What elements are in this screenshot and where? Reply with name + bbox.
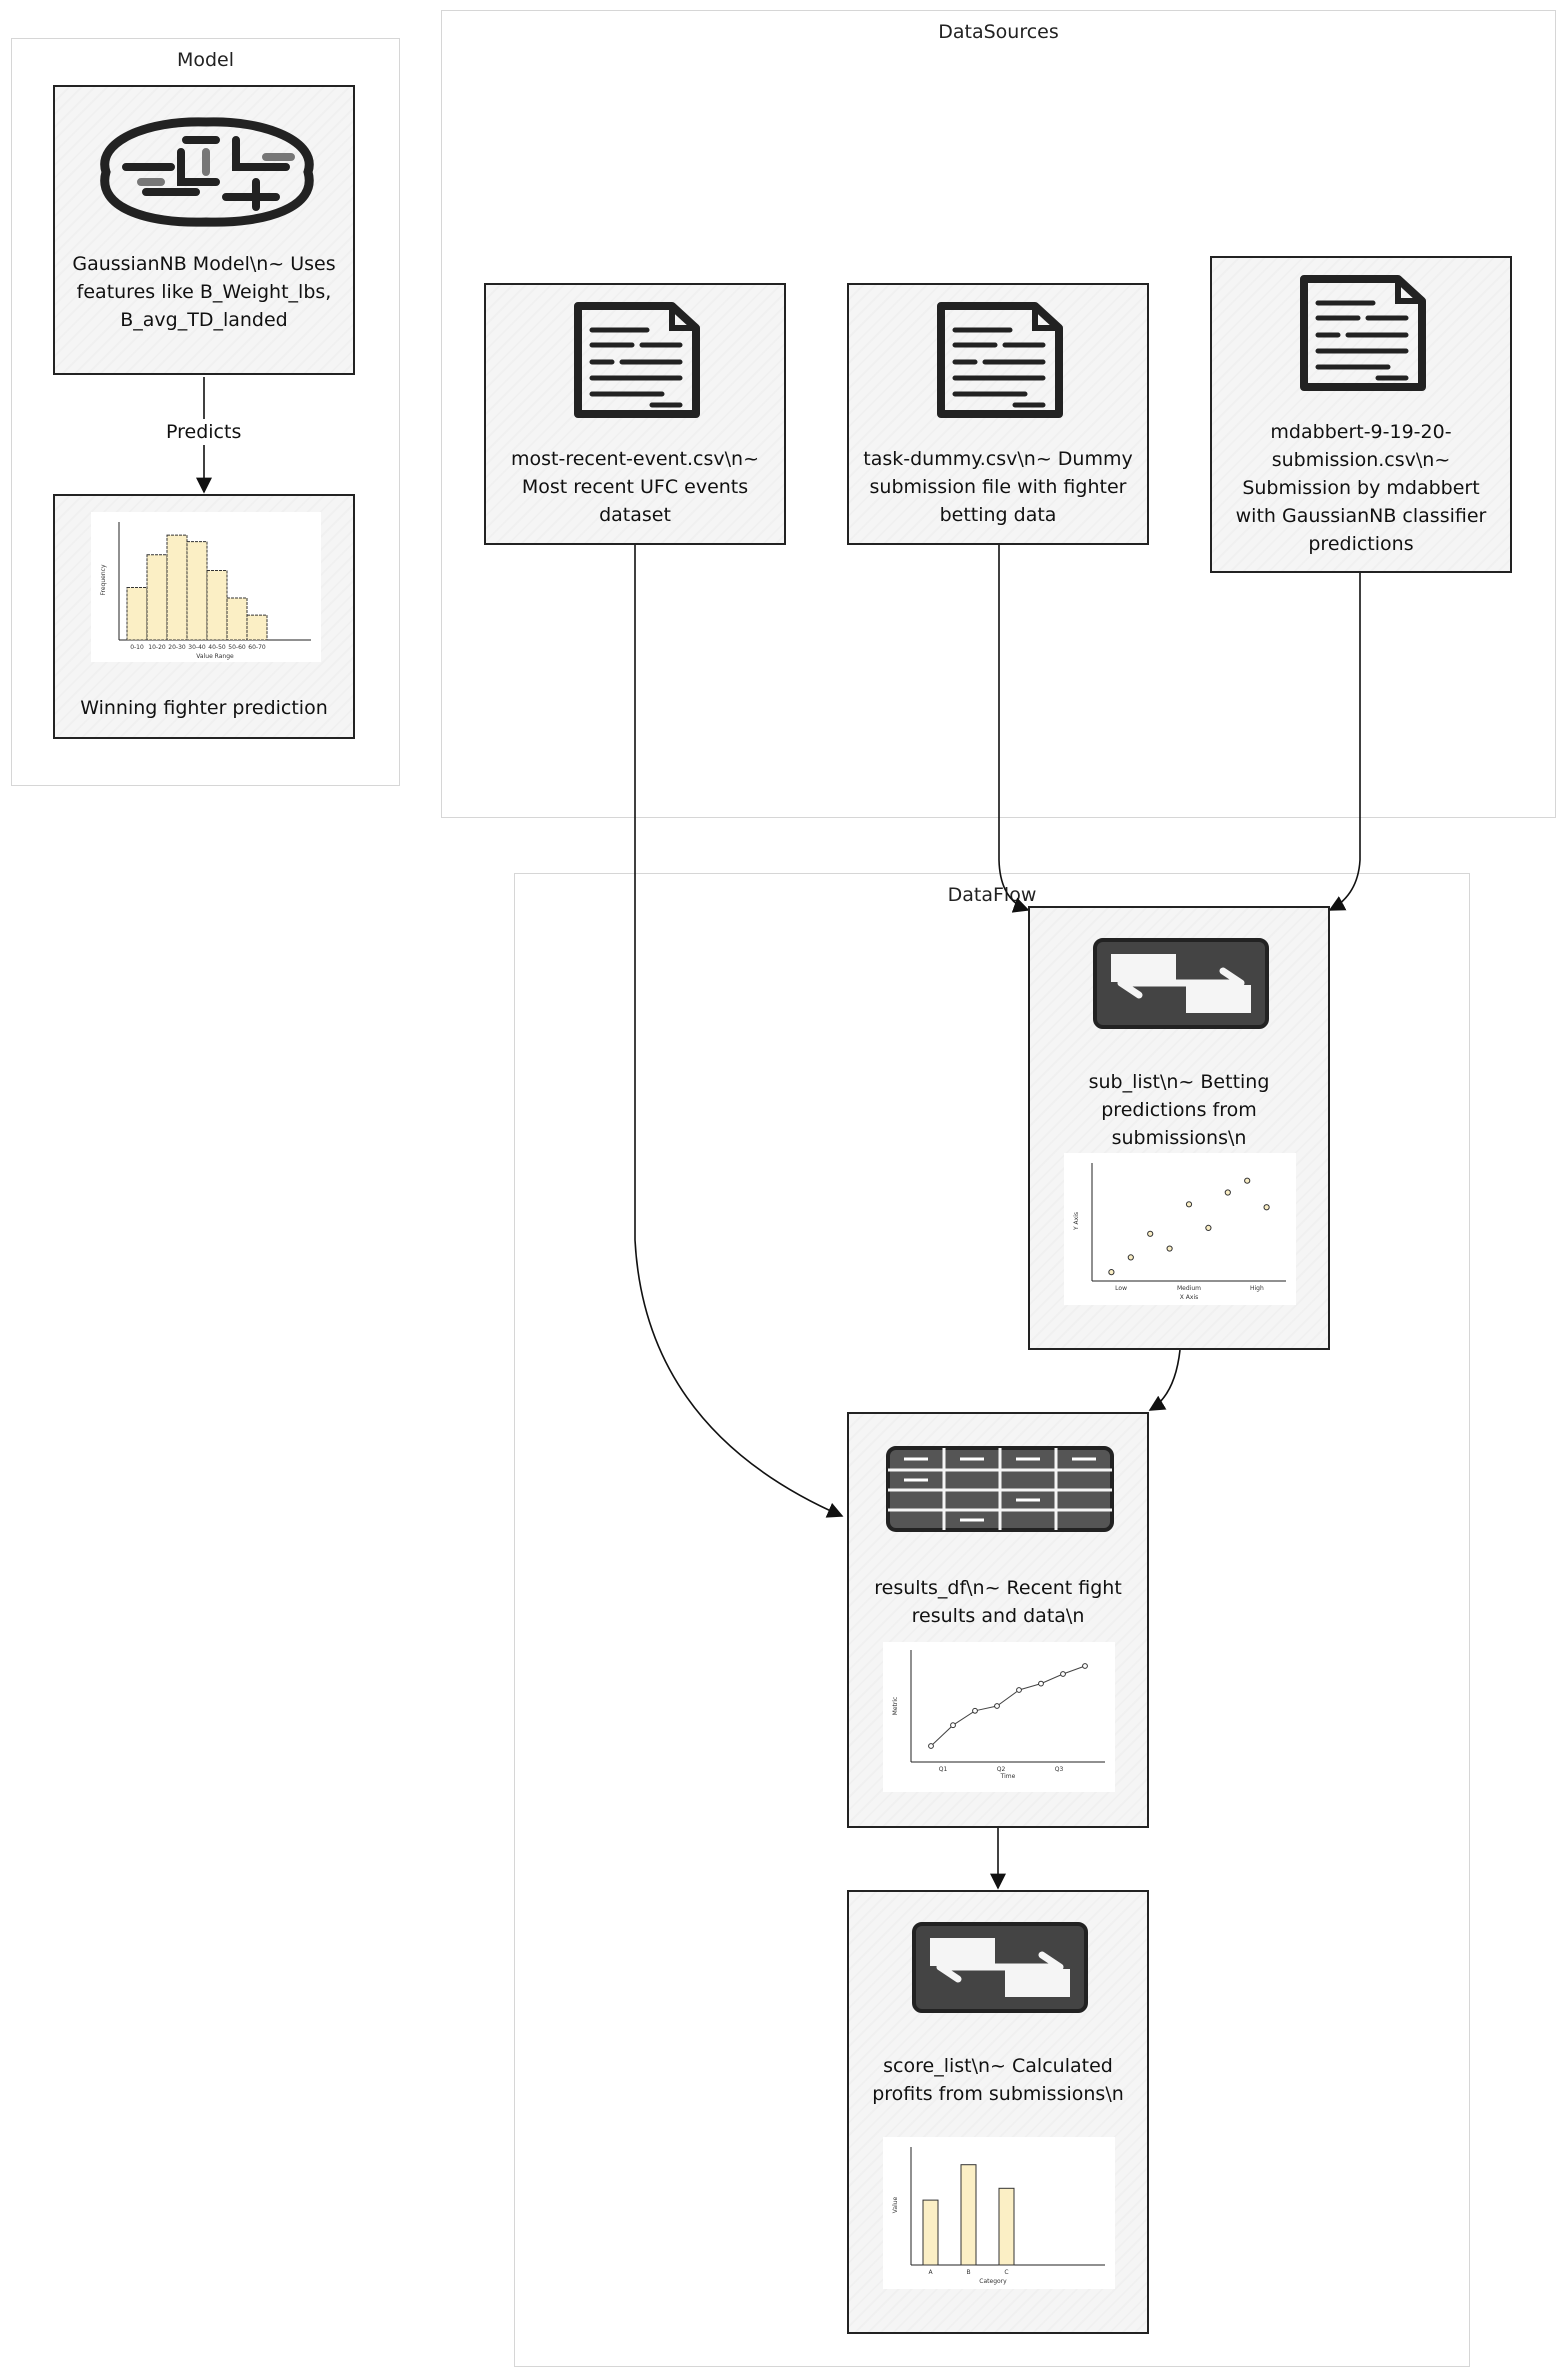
histogram-tick-label: 0-10 bbox=[130, 644, 144, 651]
histogram-tick-label: 20-30 bbox=[168, 644, 186, 651]
line-point bbox=[972, 1707, 978, 1714]
node-score-list[interactable]: score_list\n~ Calculated profits from su… bbox=[847, 1890, 1149, 2334]
edge-mostrecent-results bbox=[634, 545, 844, 1518]
bar-mark bbox=[960, 2164, 977, 2266]
bar-svg: A B C Category Value bbox=[892, 2147, 1105, 2285]
line-xlabel: Time bbox=[1000, 1773, 1016, 1780]
scatter-ylabel: Y Axis bbox=[1073, 1212, 1080, 1231]
scatter-point bbox=[1205, 1224, 1212, 1232]
histogram-bar bbox=[186, 541, 208, 641]
scatter-point bbox=[1263, 1204, 1270, 1211]
line-point bbox=[928, 1743, 934, 1749]
bar-xlabel: Category bbox=[979, 2278, 1007, 2285]
histogram-tick-label: 50-60 bbox=[228, 644, 246, 651]
line-point bbox=[1038, 1680, 1044, 1687]
label-mdabbert: mdabbert-9-19-20-submission.csv\n~ Submi… bbox=[1235, 421, 1487, 555]
scatter-xlabel: X Axis bbox=[1180, 1294, 1198, 1301]
bar-ylabel: Value bbox=[892, 2196, 899, 2213]
scatter-point bbox=[1108, 1269, 1115, 1276]
bar-mark bbox=[998, 2187, 1015, 2266]
histogram-bar bbox=[246, 614, 268, 641]
group-title-datasources: DataSources bbox=[938, 21, 1059, 43]
histogram-tick-label: 60-70 bbox=[248, 644, 266, 651]
histogram-bar bbox=[206, 570, 228, 641]
scatter-point bbox=[1224, 1189, 1231, 1196]
brain-icon bbox=[100, 117, 314, 227]
document-icon bbox=[1300, 275, 1426, 391]
scatter-tick-label: Low bbox=[1115, 1285, 1127, 1292]
node-mdabbert[interactable]: mdabbert-9-19-20-submission.csv\n~ Submi… bbox=[1210, 256, 1512, 573]
scatter-svg: Low Medium High X Axis Y Axis bbox=[1073, 1163, 1286, 1301]
label-sub-list: sub_list\n~ Betting predictions from sub… bbox=[1088, 1071, 1270, 1149]
scatter-point bbox=[1127, 1254, 1134, 1261]
line-point bbox=[1082, 1663, 1088, 1669]
scatter-tick-label: High bbox=[1250, 1285, 1264, 1292]
label-results-df: results_df\n~ Recent fight results and d… bbox=[874, 1577, 1122, 1627]
line-point bbox=[1016, 1687, 1022, 1693]
scatter-point bbox=[1166, 1245, 1173, 1252]
histogram-tick-label: 40-50 bbox=[208, 644, 226, 651]
edge-label-predicts: Predicts bbox=[160, 419, 248, 445]
label-gaussiannb: GaussianNB Model\n~ Uses features like B… bbox=[72, 253, 336, 331]
line-point bbox=[950, 1722, 956, 1729]
group-title-model: Model bbox=[176, 49, 235, 71]
edge-sublist-results bbox=[1148, 1349, 1181, 1411]
transfer-icon bbox=[912, 1922, 1088, 2013]
bar-tick-label: B bbox=[966, 2269, 970, 2276]
line-series bbox=[930, 1665, 1086, 1747]
line-point bbox=[994, 1703, 1000, 1709]
bar-chart: A B C Category Value bbox=[883, 2137, 1115, 2289]
line-tick-label: Q3 bbox=[1055, 1766, 1064, 1773]
scatter-point bbox=[1244, 1177, 1251, 1184]
histogram-xlabel: Value Range bbox=[196, 653, 234, 660]
line-point bbox=[1060, 1671, 1066, 1677]
histogram-tick-label: 10-20 bbox=[148, 644, 166, 651]
edge-mdabbert-sublist bbox=[1328, 573, 1361, 911]
histogram-bar bbox=[126, 587, 148, 641]
histogram-ylabel: Frequency bbox=[100, 564, 107, 595]
bar-mark bbox=[922, 2199, 939, 2266]
scatter-tick-label: Medium bbox=[1177, 1285, 1201, 1292]
scatter-chart: Low Medium High X Axis Y Axis bbox=[1064, 1153, 1296, 1305]
histogram-bar bbox=[146, 554, 168, 641]
label-most-recent: most-recent-event.csv\n~ Most recent UFC… bbox=[510, 448, 759, 526]
label-score-list: score_list\n~ Calculated profits from su… bbox=[872, 2055, 1124, 2105]
node-most-recent[interactable]: most-recent-event.csv\n~ Most recent UFC… bbox=[484, 283, 786, 545]
line-ylabel: Metric bbox=[892, 1697, 899, 1716]
label-task-dummy: task-dummy.csv\n~ Dummy submission file … bbox=[863, 448, 1133, 526]
node-sub-list[interactable]: sub_list\n~ Betting predictions from sub… bbox=[1028, 906, 1330, 1350]
document-icon bbox=[937, 302, 1063, 418]
line-tick-label: Q2 bbox=[997, 1766, 1006, 1773]
bar-tick-label: C bbox=[1004, 2269, 1008, 2276]
transfer-icon bbox=[1093, 938, 1269, 1029]
scatter-point bbox=[1185, 1201, 1193, 1208]
document-icon bbox=[574, 302, 700, 418]
bar-tick-label: A bbox=[928, 2269, 933, 2276]
label-winning: Winning fighter prediction bbox=[80, 697, 328, 719]
histogram-tick-label: 30-40 bbox=[188, 644, 206, 651]
node-gaussiannb[interactable]: GaussianNB Model\n~ Uses features like B… bbox=[53, 85, 355, 375]
table-icon bbox=[886, 1446, 1114, 1532]
line-tick-label: Q1 bbox=[939, 1766, 948, 1773]
histogram-bar bbox=[166, 534, 188, 641]
node-task-dummy[interactable]: task-dummy.csv\n~ Dummy submission file … bbox=[847, 283, 1149, 545]
scatter-point bbox=[1147, 1230, 1154, 1237]
histogram-bar bbox=[226, 597, 248, 641]
node-results-df[interactable]: results_df\n~ Recent fight results and d… bbox=[847, 1412, 1149, 1828]
edge-taskdummy-sublist bbox=[998, 545, 1030, 913]
